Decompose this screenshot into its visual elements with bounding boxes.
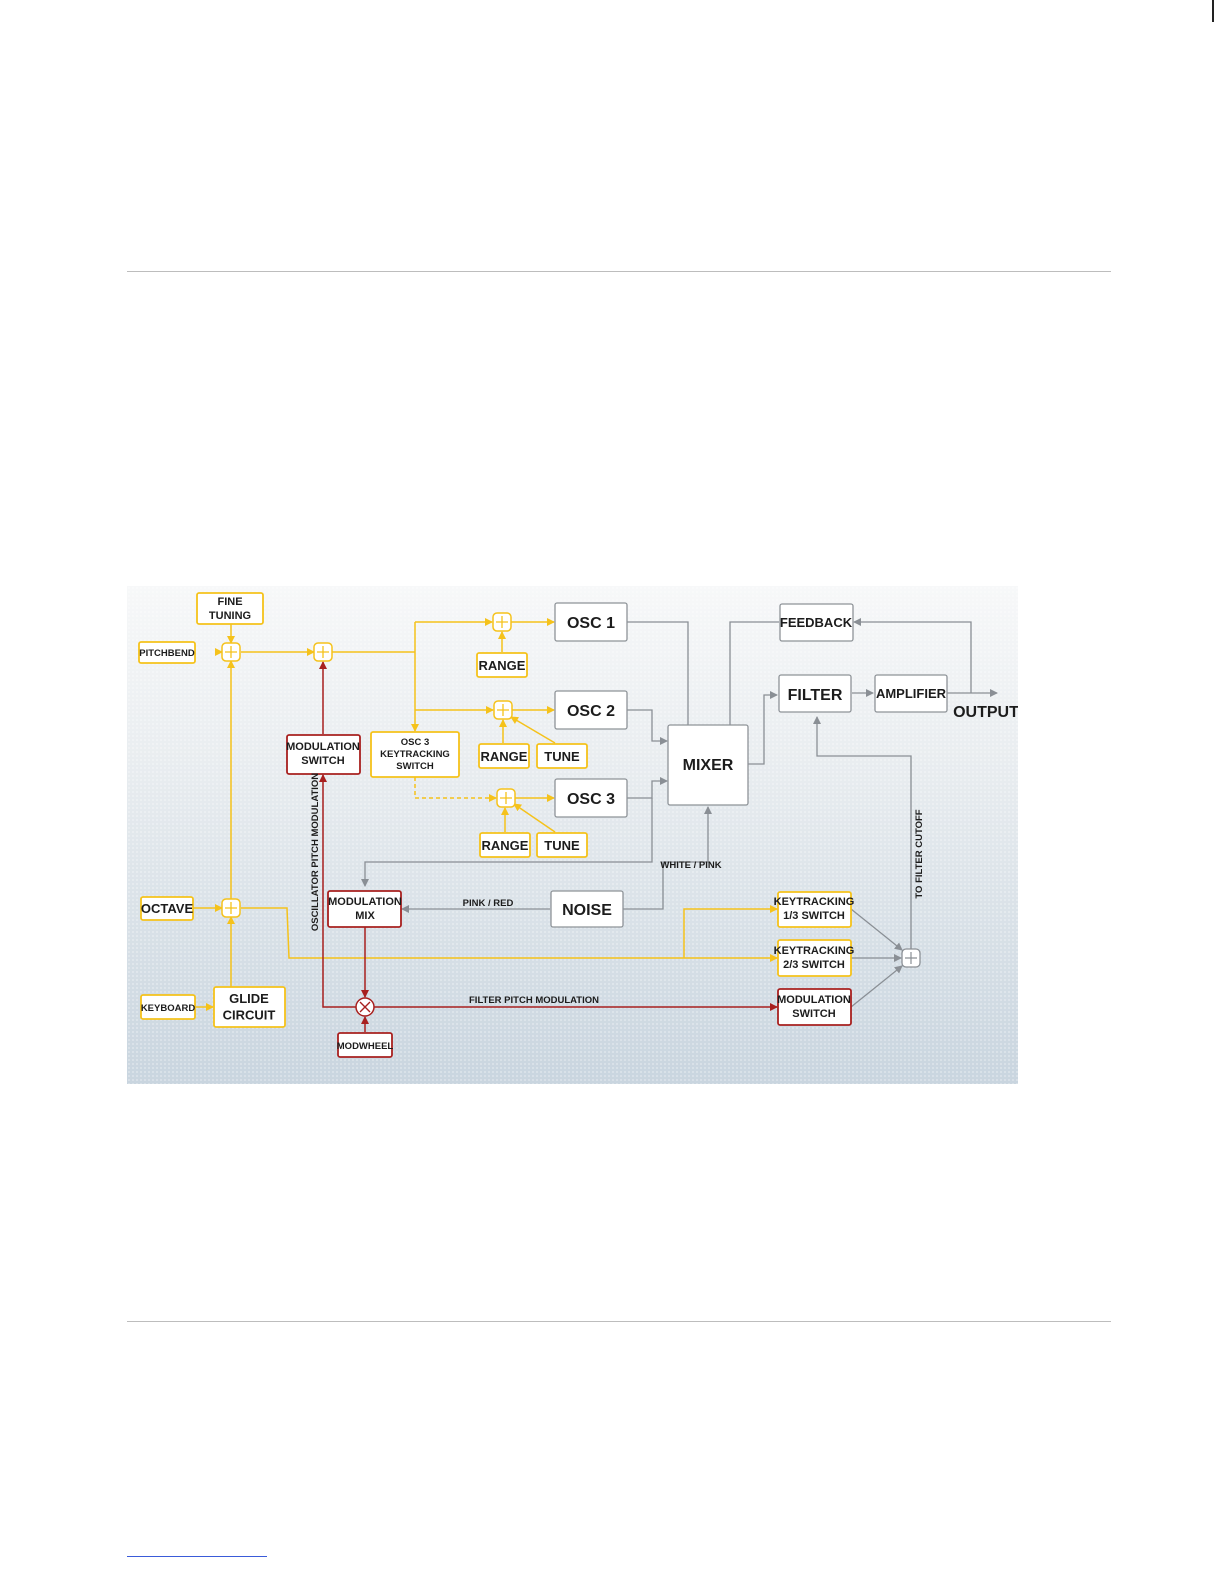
sum-node-pitchbend <box>221 642 241 662</box>
pitch-signal-lines <box>193 618 778 1011</box>
keyboard-box: KEYBOARD <box>140 994 196 1020</box>
feedback-box: FEEDBACK <box>779 603 854 642</box>
tune-3-label: TUNE <box>544 838 580 853</box>
range-1-box: RANGE <box>476 652 528 678</box>
wire-osc3-to-mixer <box>627 777 668 799</box>
filter-box: FILTER <box>778 674 852 713</box>
sum-node-modswitch <box>313 642 333 662</box>
pitchbend-box: PITCHBEND <box>138 641 196 664</box>
wire-filter-cutoff <box>813 716 912 949</box>
osc2-label: OSC 2 <box>567 703 615 720</box>
edge-labels: WHITE / PINK PINK / RED FILTER PITCH MOD… <box>310 773 925 1006</box>
osc2-box: OSC 2 <box>554 690 628 730</box>
wire-octsum-to-keytracking <box>241 907 778 962</box>
range-3-box: RANGE <box>479 832 531 858</box>
modulation-lines <box>319 661 778 1032</box>
tune-3-box: TUNE <box>536 832 588 858</box>
tune-2-box: TUNE <box>536 743 588 769</box>
amplifier-label: AMPLIFIER <box>876 686 947 701</box>
modwheel-box: MODWHEEL <box>337 1032 394 1058</box>
keyboard-label: KEYBOARD <box>141 1003 196 1014</box>
wire-kt13-to-sum <box>850 908 903 951</box>
wire-modsw-to-sum <box>850 965 903 1008</box>
wire-osc1-to-mixer <box>627 621 692 762</box>
range-3-label: RANGE <box>482 838 529 853</box>
osc1-box: OSC 1 <box>554 602 628 642</box>
wire-osc3-switch-dashed <box>414 777 497 802</box>
octave-box: OCTAVE <box>140 896 194 921</box>
wire-output-to-feedback <box>853 618 972 693</box>
osc3-label: OSC 3 <box>567 791 615 808</box>
noise-label: NOISE <box>562 902 612 919</box>
wire-osc3-to-mix <box>361 798 653 887</box>
pitchbend-label: PITCHBEND <box>139 648 195 659</box>
sum-node-filter-cutoff <box>901 948 921 968</box>
audio-signal-lines <box>361 618 998 1008</box>
mixer-label: MIXER <box>683 757 734 774</box>
to-filter-cutoff-label: TO FILTER CUTOFF <box>914 809 925 898</box>
filter-label: FILTER <box>788 687 843 704</box>
wire-noise-to-mixer <box>623 806 712 910</box>
oscillator-pitch-modulation-label: OSCILLATOR PITCH MODULATION <box>310 773 321 931</box>
output-label: OUTPUT <box>953 704 1018 721</box>
footer-link-underline <box>127 1556 267 1557</box>
wire-feedback-to-mixer <box>726 621 779 762</box>
page-edge-mark <box>1212 0 1214 22</box>
noise-box: NOISE <box>550 890 624 928</box>
octave-label: OCTAVE <box>141 901 194 916</box>
modwheel-label: MODWHEEL <box>337 1041 394 1052</box>
amplifier-box: AMPLIFIER <box>874 674 948 713</box>
footer-rule <box>127 1321 1111 1322</box>
sum-node-osc1 <box>492 612 512 632</box>
range-1-label: RANGE <box>479 658 526 673</box>
wire-tune2-up <box>510 716 556 744</box>
range-2-label: RANGE <box>481 749 528 764</box>
header-rule <box>127 271 1111 272</box>
pink-red-label: PINK / RED <box>463 898 514 909</box>
wire-osc-pitch-mod <box>319 774 356 1008</box>
osc1-label: OSC 1 <box>567 615 615 632</box>
sum-node-osc2 <box>493 700 513 720</box>
wire-osc2-to-mixer <box>627 709 668 745</box>
mixer-box: MIXER <box>667 724 749 806</box>
sum-node-octave <box>221 898 241 918</box>
wire-keytracking13 <box>683 905 778 958</box>
osc3-box: OSC 3 <box>554 778 628 818</box>
multiply-node-modwheel <box>355 997 375 1017</box>
white-pink-label: WHITE / PINK <box>660 860 721 871</box>
wire-tune3-up <box>513 803 556 833</box>
sum-node-osc3 <box>496 788 516 808</box>
filter-pitch-modulation-label: FILTER PITCH MODULATION <box>469 995 599 1006</box>
feedback-label: FEEDBACK <box>780 615 853 630</box>
range-2-box: RANGE <box>478 743 530 769</box>
tune-2-label: TUNE <box>544 749 580 764</box>
sum-nodes <box>221 612 921 1017</box>
wire-mixer-to-filter <box>748 691 778 765</box>
